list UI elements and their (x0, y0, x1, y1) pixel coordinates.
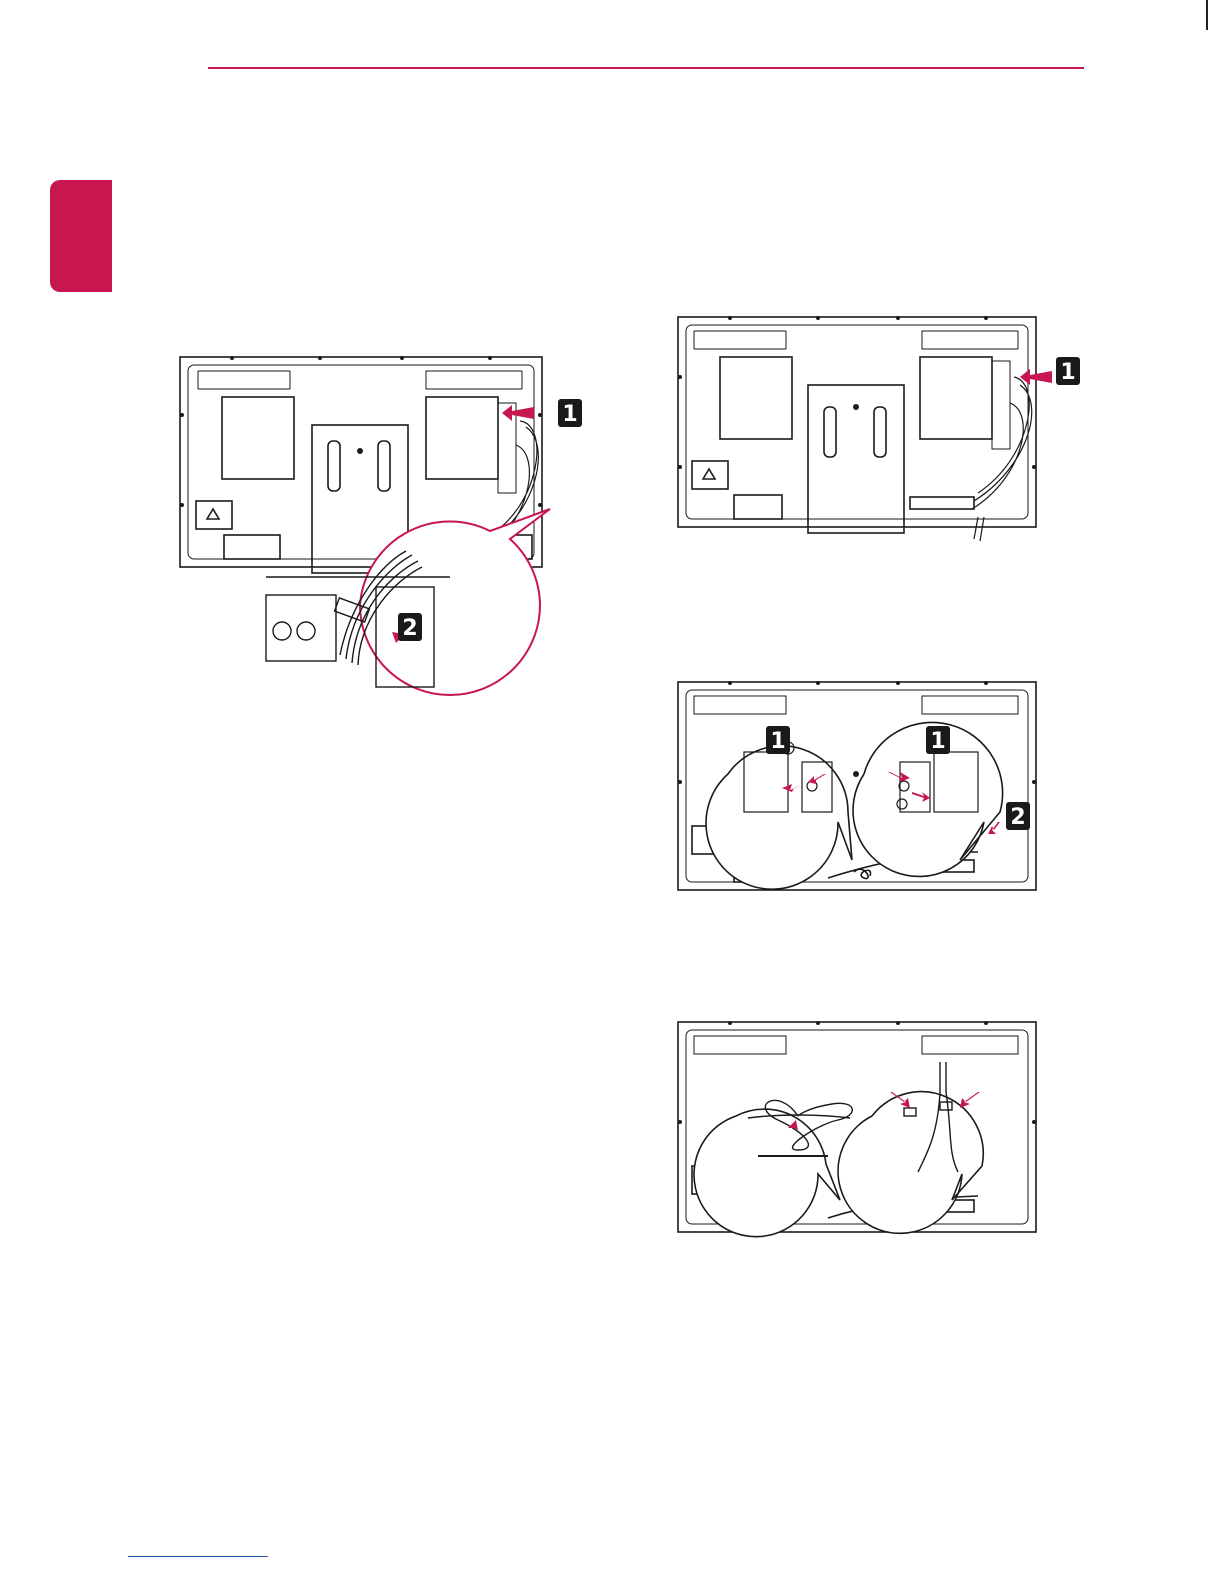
badge-1-icon: 1 (1056, 357, 1080, 385)
figure-cable-holder-step: 1 2 (180, 355, 600, 705)
badge-1-icon: 1 (766, 726, 790, 754)
badge-2-icon: 2 (398, 613, 422, 641)
figure-tie-cables (678, 1022, 1038, 1236)
badge-2-icon: 2 (1006, 802, 1030, 830)
figure-attach-brackets: 1 1 2 (678, 682, 1090, 896)
badge-1-icon: 1 (926, 726, 950, 754)
footer-link-rule (128, 1556, 268, 1557)
step-badge-1-left: 1 (770, 729, 785, 754)
step-badge-1: 1 (1060, 360, 1075, 385)
language-side-tab (50, 180, 112, 292)
crop-mark (1206, 0, 1208, 30)
figure-connect-cables: 1 (678, 317, 1090, 549)
step-badge-1-right: 1 (930, 729, 945, 754)
badge-1-icon: 1 (558, 399, 582, 427)
step-badge-2: 2 (1010, 805, 1025, 830)
step-badge-1: 1 (562, 402, 577, 427)
header-rule (208, 67, 1084, 69)
step-badge-2: 2 (402, 616, 417, 641)
